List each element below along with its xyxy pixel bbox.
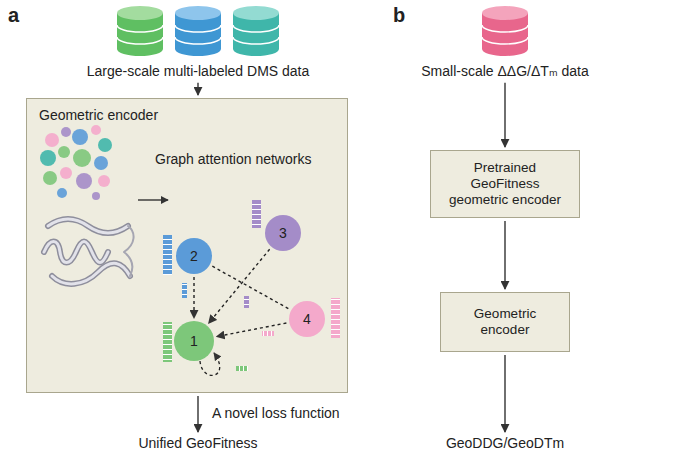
residue-bubbles <box>40 125 112 200</box>
graph-node: 3 <box>265 215 301 251</box>
art-stroke <box>72 129 88 145</box>
graph-node: 2 <box>176 238 212 274</box>
art-stroke <box>262 331 274 336</box>
art-stroke <box>91 125 101 135</box>
art-stroke <box>124 226 134 276</box>
art-stroke <box>331 298 340 338</box>
art-stroke <box>76 173 92 189</box>
art-stroke <box>48 219 128 233</box>
art-stroke <box>233 6 279 20</box>
art-stroke <box>61 127 71 137</box>
encoder-box: 2 3 1 4 Geometric encoderGraph attention net… <box>26 98 348 393</box>
art-stroke <box>94 156 108 170</box>
process-box: Geometric encoder <box>440 292 570 352</box>
art-stroke <box>331 298 340 338</box>
node-number: 1 <box>190 333 198 350</box>
art-stroke <box>163 322 172 362</box>
art-stroke <box>236 366 248 371</box>
art-stroke <box>98 138 112 152</box>
database-pink <box>482 6 528 56</box>
art-stroke <box>163 235 172 275</box>
art-stroke <box>117 25 163 44</box>
art-stroke <box>262 331 274 336</box>
database-blue <box>175 6 221 56</box>
art-stroke <box>117 6 163 20</box>
data-caption: Large-scale multi-labeled DMS data <box>87 63 310 80</box>
encoder-fill <box>26 98 348 393</box>
art-stroke <box>40 150 56 166</box>
message-edge <box>217 323 287 337</box>
art-stroke <box>58 146 70 158</box>
node-circle-fill <box>174 321 214 361</box>
art-stroke <box>252 200 261 228</box>
art-stroke <box>252 200 261 228</box>
flow-arrow <box>504 221 505 289</box>
database-teal <box>233 6 279 56</box>
art-stroke <box>244 296 249 308</box>
node-circle-fill <box>265 215 301 251</box>
node-circle-fill <box>289 301 325 337</box>
art-stroke <box>175 6 221 20</box>
art-stroke <box>482 25 528 44</box>
message-edge <box>193 277 194 318</box>
database-green <box>117 6 163 56</box>
art-stroke <box>48 219 128 233</box>
flow-arrow <box>504 355 505 432</box>
caption-text: GeoDDG/GeoDTm <box>446 435 564 452</box>
art-stroke <box>233 25 279 44</box>
feature-vectors <box>163 200 340 371</box>
art-stroke <box>163 322 172 362</box>
flow-arrow <box>197 396 198 432</box>
text-holder: Geometric encoder <box>39 107 158 124</box>
art-stroke <box>163 235 172 275</box>
art-stroke <box>98 175 110 187</box>
art-stroke <box>57 188 67 198</box>
caption-text: Unified GeoFitness <box>138 435 257 452</box>
graph-node: 4 <box>289 301 325 337</box>
art-stroke <box>73 149 91 167</box>
art-stroke <box>44 242 108 263</box>
art-stroke <box>45 133 59 147</box>
art-stroke <box>175 25 221 44</box>
caption-text: Small-scale ΔΔG/ΔTₘ data <box>421 63 589 80</box>
protein-ribbon <box>44 219 134 284</box>
flow-arrow <box>197 83 198 95</box>
message-edge <box>209 249 270 323</box>
box-text: Pretrained GeoFitness geometric encoder <box>439 160 571 209</box>
node-number: 2 <box>190 248 198 265</box>
data-caption: Small-scale ΔΔG/ΔTₘ data <box>421 63 589 80</box>
art-stroke <box>52 263 130 284</box>
art-stroke <box>482 6 528 20</box>
process-box: Pretrained GeoFitness geometric encoder <box>430 150 580 218</box>
module-label: Graph attention networks <box>155 151 311 168</box>
art-stroke <box>52 263 130 284</box>
art-stroke <box>182 283 187 298</box>
graph-node: 1 <box>174 321 214 361</box>
node-number: 3 <box>279 225 287 242</box>
caption-text: Large-scale multi-labeled DMS data <box>87 63 310 80</box>
art-stroke <box>92 192 100 200</box>
art-stroke <box>60 167 72 179</box>
output-label: Unified GeoFitness <box>138 435 257 452</box>
art-stroke <box>236 366 248 371</box>
art-stroke <box>244 296 249 308</box>
panel-letter: b <box>393 3 405 27</box>
box-title: Geometric encoder <box>39 107 158 124</box>
output-label: GeoDDG/GeoDTm <box>446 435 564 452</box>
art-stroke <box>44 242 108 263</box>
node-number: 4 <box>303 311 311 328</box>
panel-letter: a <box>8 3 19 27</box>
text-holder: Graph attention networks <box>155 151 311 168</box>
edge-label: A novel loss function <box>212 405 340 422</box>
art-stroke <box>43 171 57 185</box>
flow-arrow <box>504 83 505 147</box>
box-text: Geometric encoder <box>449 306 561 338</box>
flow-arrow <box>138 199 168 200</box>
node-circle-fill <box>176 238 212 274</box>
message-edge <box>212 266 288 309</box>
art-stroke <box>182 283 187 298</box>
